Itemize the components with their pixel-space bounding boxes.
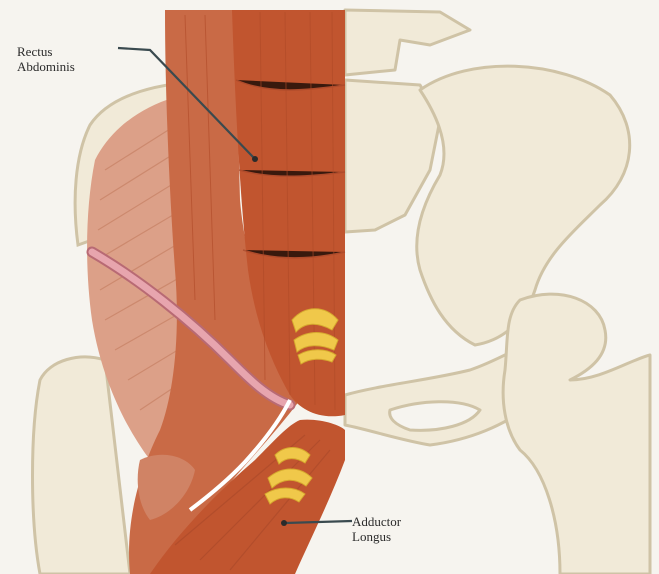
rectus-leader-dot — [252, 156, 258, 162]
adductor-longus-label: Adductor Longus — [352, 514, 462, 544]
adductor-leader-dot — [281, 520, 287, 526]
rectus-abdominis-label: Rectus Abdominis — [17, 44, 137, 74]
